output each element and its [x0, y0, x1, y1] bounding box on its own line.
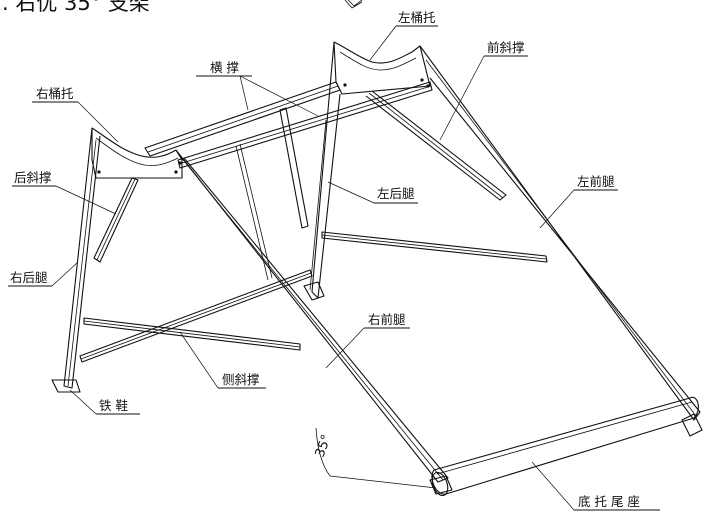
label-rear-diagonal-brace: 后斜撑: [12, 170, 117, 215]
right-rear-leg: [51, 127, 101, 393]
top-crossbars: [144, 81, 433, 169]
right-front-leg: [175, 149, 453, 495]
label-right-rear-leg: 右后腿: [8, 261, 79, 287]
label-crossbar: 横 撑: [196, 60, 319, 117]
left-rear-leg: [303, 41, 341, 301]
svg-text:底 托 尾 座: 底 托 尾 座: [578, 494, 640, 509]
svg-text:右前腿: 右前腿: [368, 312, 406, 327]
svg-text:后斜撑: 后斜撑: [14, 170, 52, 185]
right-bucket-support: [91, 127, 183, 179]
rear-diagonal-brace: [93, 177, 139, 263]
label-left-front-leg: 左前腿: [539, 174, 618, 229]
label-left-rear-leg: 左后腿: [327, 181, 418, 204]
label-front-diagonal-brace: 前斜撑: [439, 40, 528, 141]
svg-text:右桶托: 右桶托: [36, 86, 74, 101]
left-bucket-support: [333, 41, 431, 95]
label-right-front-leg: 右前腿: [325, 312, 410, 369]
left-lower-crossbar: [321, 231, 548, 263]
svg-text:横 撑: 横 撑: [210, 60, 239, 75]
svg-text:左前腿: 左前腿: [577, 174, 615, 189]
cropped-corner-icon: [344, 0, 363, 9]
label-side-diagonal-brace: 侧斜撑: [179, 331, 266, 389]
left-front-leg: [419, 45, 703, 437]
label-iron-shoe: 铁 鞋: [69, 389, 140, 415]
svg-text:左后腿: 左后腿: [377, 186, 415, 201]
diagram-heading: . 右优 35° 支架: [2, 0, 150, 15]
svg-text:前斜撑: 前斜撑: [487, 40, 525, 55]
svg-text:侧斜撑: 侧斜撑: [222, 372, 260, 387]
angle-indicator: 35°: [313, 427, 437, 489]
label-left-bucket-support: 左桶托: [369, 10, 438, 61]
label-right-bucket-support: 右桶托: [32, 86, 119, 143]
svg-text:左桶托: 左桶托: [398, 10, 436, 25]
middle-strut: [235, 107, 309, 281]
svg-text:右后腿: 右后腿: [10, 270, 48, 285]
svg-text:铁 鞋: 铁 鞋: [99, 398, 128, 413]
angle-label: 35°: [313, 433, 335, 460]
side-diagonal-brace: [79, 269, 313, 363]
base-tail-seat: [431, 396, 699, 497]
front-diagonal-brace: [365, 90, 507, 201]
label-base-tail-seat: 底 托 尾 座: [531, 461, 660, 511]
